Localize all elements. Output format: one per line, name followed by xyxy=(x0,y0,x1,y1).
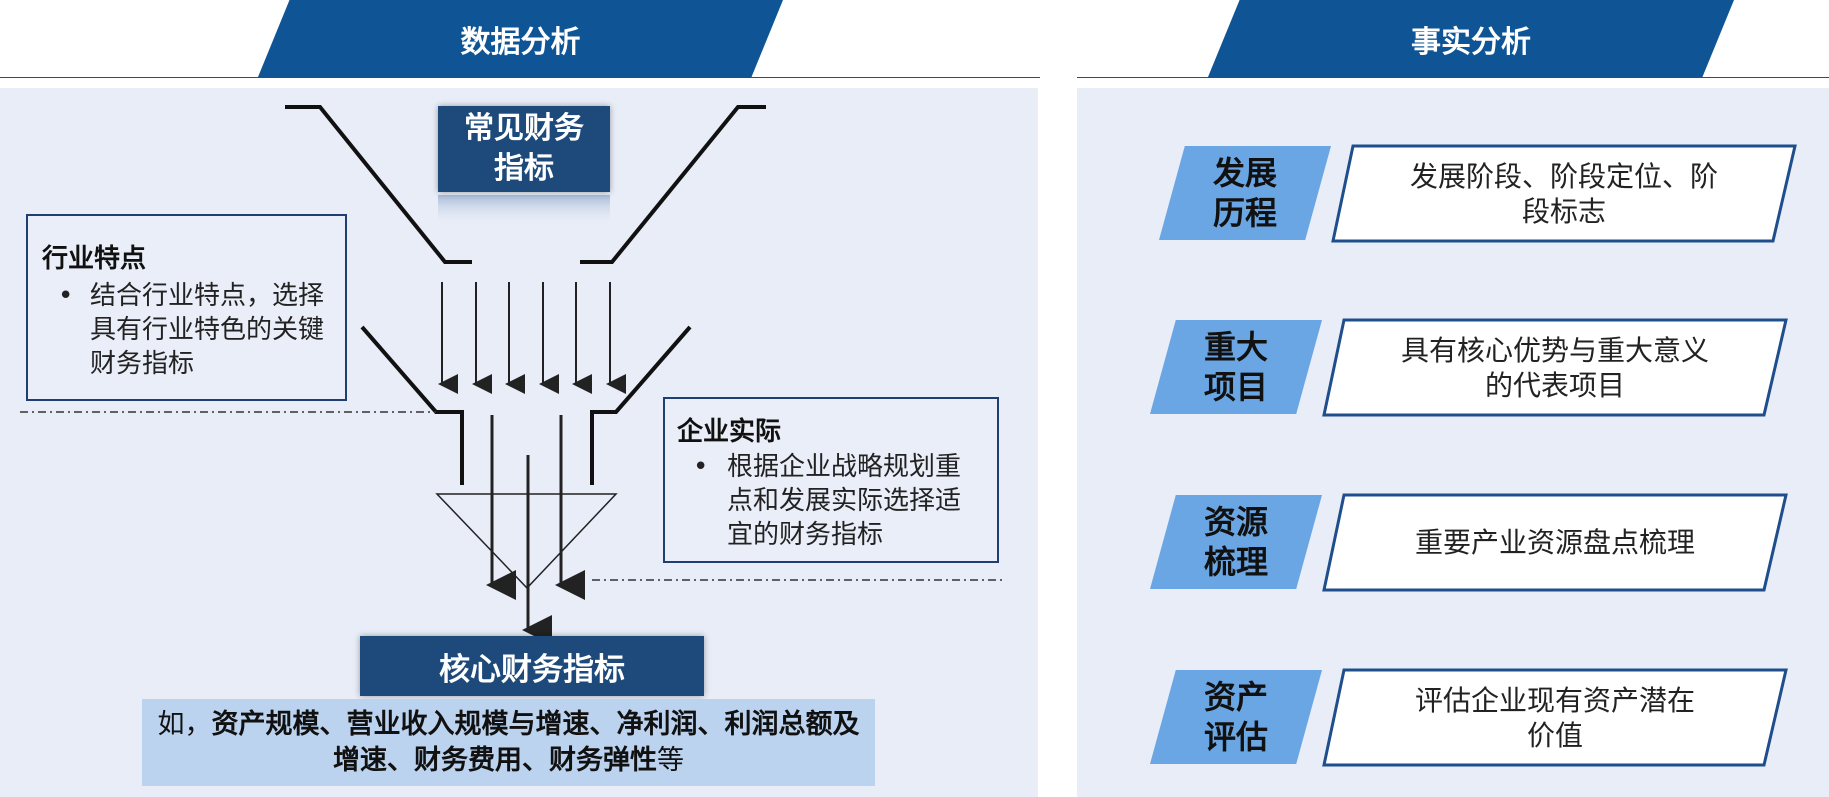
industry-features-bullet: 结合行业特点，选择具有行业特色的关键财务指标 xyxy=(42,279,333,381)
right-header-rule xyxy=(1077,77,1829,78)
funnel-lower-left xyxy=(360,325,464,485)
enterprise-reality-bullet: 根据企业战略规划重点和发展实际选择适宜的财务指标 xyxy=(677,450,985,552)
row-desc-development-history: 发展阶段、阶段定位、阶段标志 xyxy=(1331,144,1797,243)
row-label-development-history: 发展历程 xyxy=(1159,146,1331,240)
right-header-title: 事实分析 xyxy=(1411,24,1531,60)
left-header-rule xyxy=(0,77,1040,78)
industry-features-title: 行业特点 xyxy=(42,244,147,274)
row-desc-text-2: 具有核心优势与重大意义的代表项目 xyxy=(1400,333,1709,402)
core-financial-indicators-label: 核心财务指标 xyxy=(360,636,704,696)
row-desc-text-1: 发展阶段、阶段定位、阶段标志 xyxy=(1409,159,1718,228)
enterprise-reality-box: 企业实际 根据企业战略规划重点和发展实际选择适宜的财务指标 xyxy=(663,397,999,563)
row-desc-asset-evaluation: 评估企业现有资产潜在价值 xyxy=(1322,668,1788,767)
example-prefix: 如， xyxy=(157,708,212,740)
row-desc-resource-review: 重要产业资源盘点梳理 xyxy=(1322,493,1788,592)
funnel-upper-left xyxy=(285,105,472,264)
row-desc-text-3: 重要产业资源盘点梳理 xyxy=(1414,526,1695,559)
example-items: 资产规模、营业收入规模与增速、净利润、利润总额及增速、财务费用、财务弹性 xyxy=(211,708,860,776)
common-financial-indicators-label: 常见财务指标 xyxy=(438,106,610,192)
left-header-title: 数据分析 xyxy=(460,24,581,60)
funnel-lower-right xyxy=(590,325,692,485)
row-desc-text-4: 评估企业现有资产潜在价值 xyxy=(1414,683,1695,752)
left-header-banner xyxy=(258,0,783,77)
example-indicators-note: 如，资产规模、营业收入规模与增速、净利润、利润总额及增速、财务费用、财务弹性等 xyxy=(142,699,875,786)
industry-features-box: 行业特点 结合行业特点，选择具有行业特色的关键财务指标 xyxy=(26,214,347,401)
right-header-banner xyxy=(1208,0,1734,77)
row-label-asset-evaluation: 资产评估 xyxy=(1150,670,1322,764)
funnel-upper-right xyxy=(580,105,766,264)
enterprise-reality-title: 企业实际 xyxy=(677,417,782,447)
row-desc-major-projects: 具有核心优势与重大意义的代表项目 xyxy=(1322,318,1788,417)
row-label-major-projects: 重大项目 xyxy=(1150,320,1322,414)
row-label-resource-review: 资源梳理 xyxy=(1150,495,1322,589)
funnel-diagram xyxy=(20,105,1005,645)
example-suffix: 等 xyxy=(657,744,684,776)
